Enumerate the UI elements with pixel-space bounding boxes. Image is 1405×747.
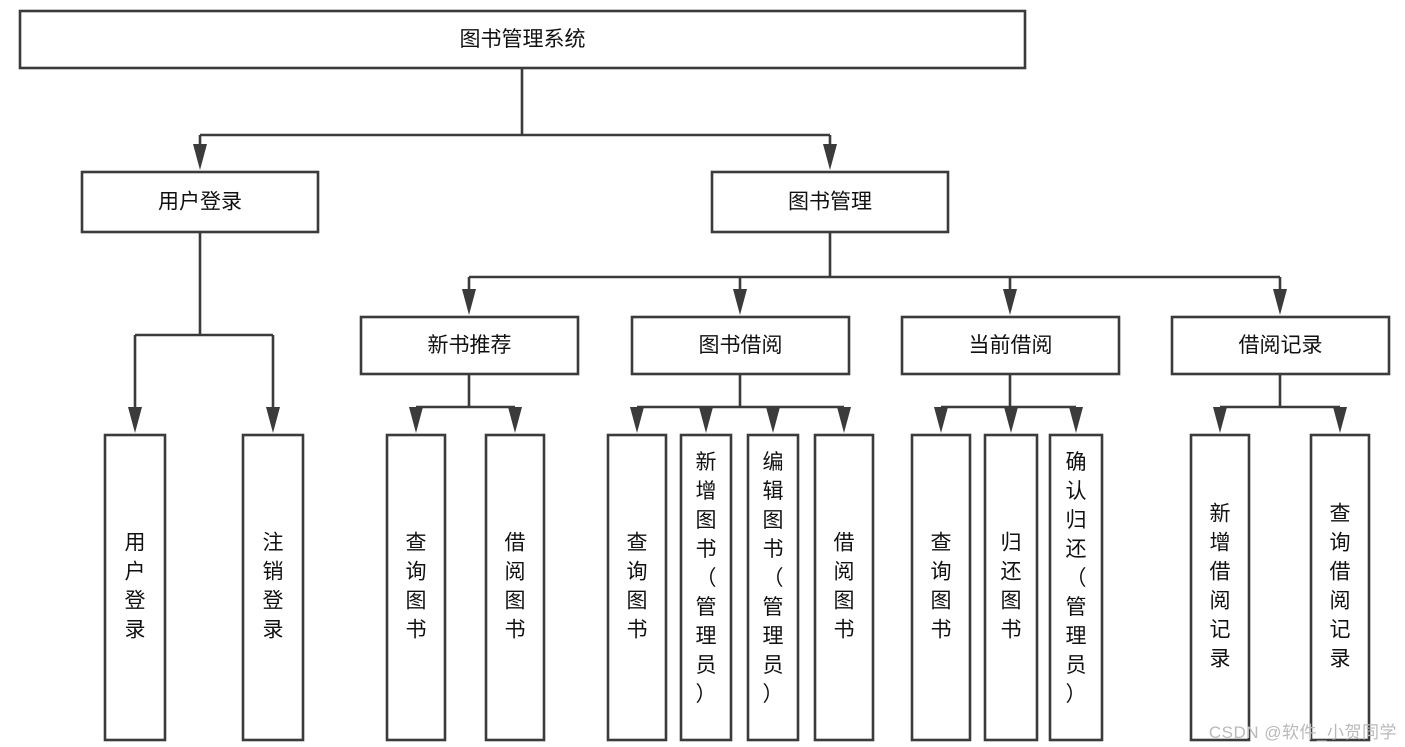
node-box: [746, 433, 800, 742]
node-label: 借阅图书: [505, 532, 526, 642]
level3-node-current-borrow[interactable]: 当前借阅: [900, 315, 1121, 376]
node-label: 新书推荐: [428, 334, 512, 357]
node-label: 借阅记录: [1239, 334, 1323, 357]
node-layer: 图书管理系统用户登录图书管理新书推荐图书借阅当前借阅借阅记录用户登录注销登录查询…: [18, 9, 1391, 742]
leaf-node-leaf-query-record[interactable]: 查询借阅记录: [1309, 433, 1371, 742]
connector-root-bus: [193, 68, 837, 170]
leaf-node-leaf-query-book-1[interactable]: 查询图书: [385, 433, 447, 742]
node-box: [1309, 433, 1371, 742]
node-label: 当前借阅: [969, 334, 1053, 357]
node-box: [385, 433, 447, 742]
connector-book-borrow-bus: [630, 374, 851, 433]
node-box: [80, 170, 320, 234]
node-box: [900, 315, 1121, 376]
leaf-node-leaf-logout[interactable]: 注销登录: [241, 433, 305, 742]
level3-node-new-book-recommend[interactable]: 新书推荐: [359, 315, 580, 376]
leaf-node-leaf-borrow-book-2[interactable]: 借阅图书: [813, 433, 875, 742]
node-box: [983, 433, 1039, 742]
node-label: 用户登录: [125, 532, 146, 642]
node-box: [630, 315, 851, 376]
level2-node-user-login[interactable]: 用户登录: [80, 170, 320, 234]
node-label: 确认归还（管理员）: [1066, 451, 1087, 706]
leaf-node-leaf-query-book-2[interactable]: 查询图书: [606, 433, 668, 742]
node-label: 借阅图书: [834, 532, 855, 642]
level3-node-book-borrow[interactable]: 图书借阅: [630, 315, 851, 376]
root-node-root[interactable]: 图书管理系统: [18, 9, 1027, 70]
node-box: [679, 433, 733, 742]
connector-borrow-records-bus: [1213, 374, 1347, 433]
connector-current-borrow-bus: [934, 374, 1083, 433]
node-box: [18, 9, 1027, 70]
level2-node-book-management[interactable]: 图书管理: [710, 170, 950, 234]
node-label: 查询图书: [627, 532, 648, 642]
leaf-node-leaf-add-record[interactable]: 新增借阅记录: [1189, 433, 1251, 742]
connector-layer: [128, 68, 1347, 433]
level3-node-borrow-records[interactable]: 借阅记录: [1170, 315, 1391, 376]
leaf-node-leaf-user-login[interactable]: 用户登录: [103, 433, 167, 742]
node-box: [606, 433, 668, 742]
leaf-node-leaf-borrow-book-1[interactable]: 借阅图书: [484, 433, 546, 742]
csdn-watermark: CSDN @软件_小贺同学: [1208, 723, 1397, 742]
node-label: 图书管理系统: [460, 28, 586, 51]
node-box: [1048, 433, 1104, 742]
connector-book-management-bus: [462, 232, 1287, 315]
node-box: [1189, 433, 1251, 742]
node-box: [1170, 315, 1391, 376]
leaf-node-leaf-edit-book[interactable]: 编辑图书（管理员）: [746, 433, 800, 742]
node-box: [813, 433, 875, 742]
node-box: [241, 433, 305, 742]
node-box: [710, 170, 950, 234]
leaf-node-leaf-add-book[interactable]: 新增图书（管理员）: [679, 433, 733, 742]
node-box: [484, 433, 546, 742]
node-box: [359, 315, 580, 376]
node-label: 图书管理: [788, 191, 872, 214]
node-label: 查询图书: [931, 532, 952, 642]
node-label: 图书借阅: [699, 334, 783, 357]
node-box: [103, 433, 167, 742]
node-label: 注销登录: [263, 532, 284, 642]
node-label: 归还图书: [1001, 532, 1022, 642]
connector-new-book-bus: [409, 374, 522, 433]
node-label: 新增图书（管理员）: [696, 451, 717, 706]
node-label: 用户登录: [158, 191, 242, 214]
leaf-node-leaf-return-book[interactable]: 归还图书: [983, 433, 1039, 742]
leaf-node-leaf-query-book-3[interactable]: 查询图书: [910, 433, 972, 742]
connector-user-login-bus: [128, 232, 280, 433]
leaf-node-leaf-confirm-return[interactable]: 确认归还（管理员）: [1048, 433, 1104, 742]
node-label: 查询借阅记录: [1330, 503, 1351, 671]
node-label: 查询图书: [406, 532, 427, 642]
node-label: 新增借阅记录: [1210, 503, 1231, 671]
node-box: [910, 433, 972, 742]
node-label: 编辑图书（管理员）: [763, 451, 784, 706]
